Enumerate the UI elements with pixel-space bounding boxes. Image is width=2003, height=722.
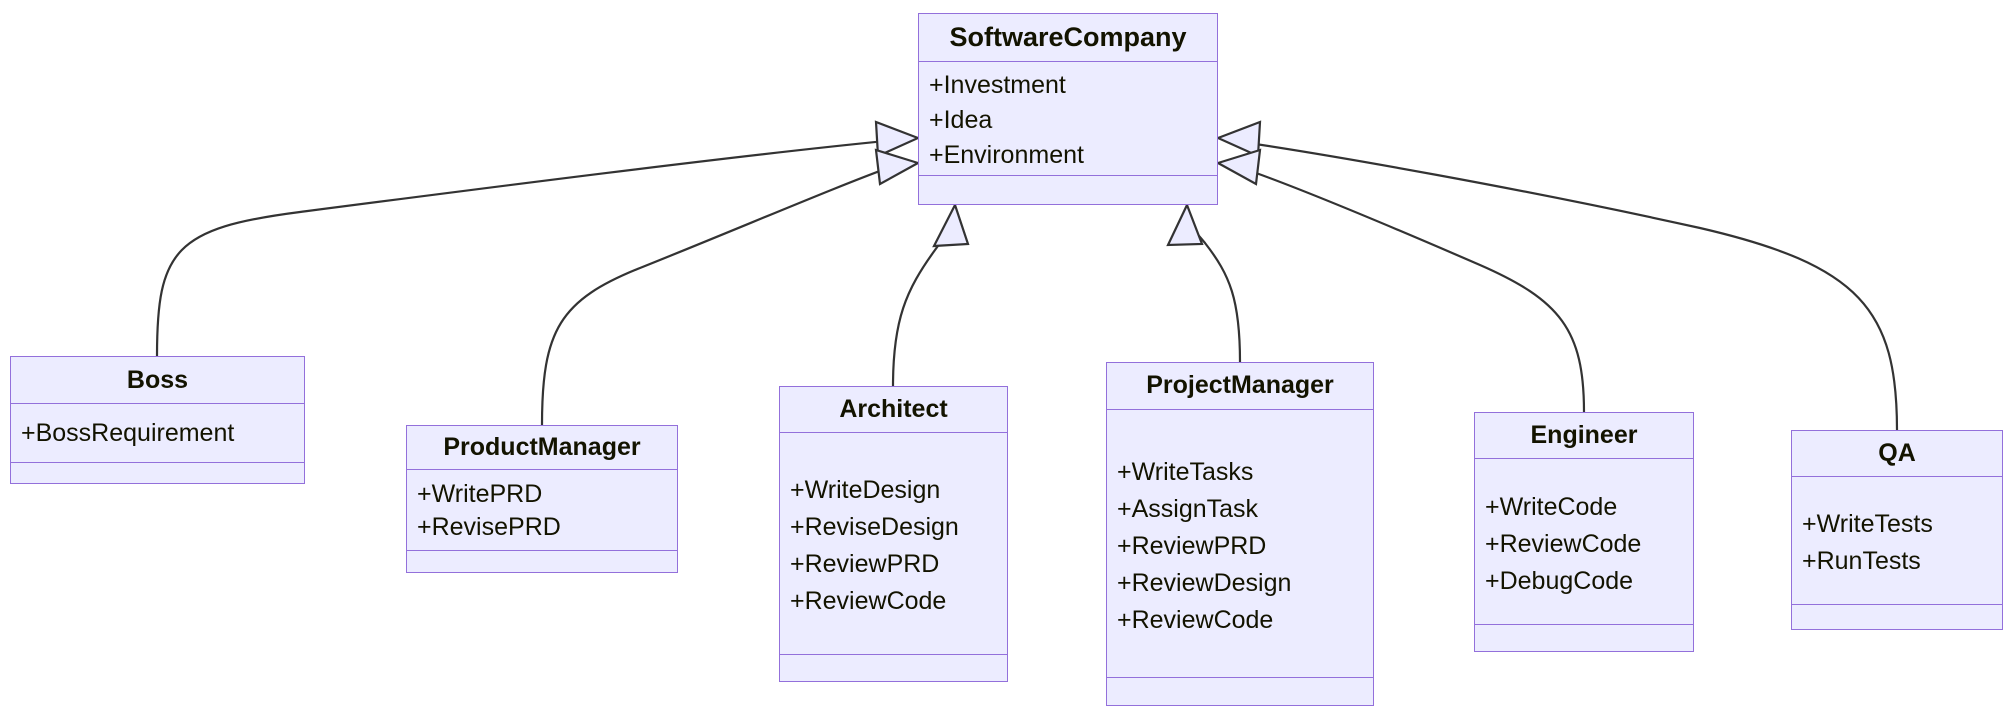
arrowhead-productmanager (874, 148, 921, 186)
arrowhead-projectmanager (1166, 202, 1204, 247)
class-members-productmanager: +WritePRD +RevisePRD (407, 470, 677, 552)
edge-projectmanager-to-softwarecompany (1188, 224, 1242, 363)
class-node-softwarecompany[interactable]: SoftwareCompany +Investment +Idea +Envir… (918, 13, 1218, 205)
class-member: +WriteDesign (790, 476, 941, 505)
class-title-engineer: Engineer (1475, 413, 1693, 459)
edge-boss-to-softwarecompany (155, 138, 897, 357)
class-member: +ReviewCode (1117, 605, 1274, 634)
class-title-softwarecompany: SoftwareCompany (919, 14, 1217, 62)
class-methods-engineer (1475, 625, 1693, 651)
class-node-boss[interactable]: Boss +BossRequirement (10, 356, 305, 484)
class-member: +ReviewDesign (1117, 568, 1292, 597)
class-member: +AssignTask (1117, 494, 1259, 523)
class-node-architect[interactable]: Architect +WriteDesign +ReviseDesign +Re… (779, 386, 1008, 682)
class-members-architect: +WriteDesign +ReviseDesign +ReviewPRD +R… (780, 433, 1007, 656)
class-methods-architect (780, 655, 1007, 681)
class-node-productmanager[interactable]: ProductManager +WritePRD +RevisePRD (406, 425, 678, 573)
class-node-qa[interactable]: QA +WriteTests +RunTests (1791, 430, 2003, 630)
class-member: +WritePRD (417, 480, 543, 509)
class-member: +ReviewPRD (1117, 531, 1267, 560)
class-member: +ReviewPRD (790, 550, 940, 579)
class-title-boss: Boss (11, 357, 304, 405)
class-members-softwarecompany: +Investment +Idea +Environment (919, 62, 1217, 176)
class-member: +Idea (929, 106, 993, 134)
class-title-projectmanager: ProjectManager (1107, 363, 1373, 410)
arrowhead-qa (1215, 120, 1262, 158)
class-member: +ReviewCode (790, 587, 947, 616)
class-title-qa: QA (1792, 431, 2002, 477)
class-methods-productmanager (407, 551, 677, 572)
edge-architect-to-softwarecompany (891, 224, 954, 387)
class-members-boss: +BossRequirement (11, 404, 304, 464)
arrowhead-architect (932, 202, 970, 248)
class-members-projectmanager: +WriteTasks +AssignTask +ReviewPRD +Revi… (1107, 410, 1373, 679)
class-member: +Investment (929, 71, 1066, 99)
class-member: +ReviseDesign (790, 513, 959, 542)
class-methods-softwarecompany (919, 176, 1217, 204)
class-member: +RevisePRD (417, 513, 561, 542)
class-members-qa: +WriteTests +RunTests (1792, 477, 2002, 606)
class-node-projectmanager[interactable]: ProjectManager +WriteTasks +AssignTask +… (1106, 362, 1374, 706)
arrowhead-boss (874, 120, 921, 158)
class-methods-boss (11, 463, 304, 483)
arrowhead-engineer (1215, 148, 1262, 186)
class-member: +WriteTasks (1117, 457, 1254, 486)
class-member: +WriteTests (1802, 510, 1933, 539)
class-node-engineer[interactable]: Engineer +WriteCode +ReviewCode +DebugCo… (1474, 412, 1694, 652)
class-methods-projectmanager (1107, 678, 1373, 705)
class-member: +BossRequirement (21, 418, 235, 447)
class-member: +ReviewCode (1485, 529, 1642, 558)
class-members-engineer: +WriteCode +ReviewCode +DebugCode (1475, 459, 1693, 626)
class-member: +WriteCode (1485, 492, 1618, 521)
class-title-productmanager: ProductManager (407, 426, 677, 471)
class-methods-qa (1792, 605, 2002, 629)
class-member: +DebugCode (1485, 566, 1634, 595)
class-title-architect: Architect (780, 387, 1007, 433)
class-member: +RunTests (1802, 547, 1921, 576)
class-member: +Environment (929, 141, 1084, 169)
